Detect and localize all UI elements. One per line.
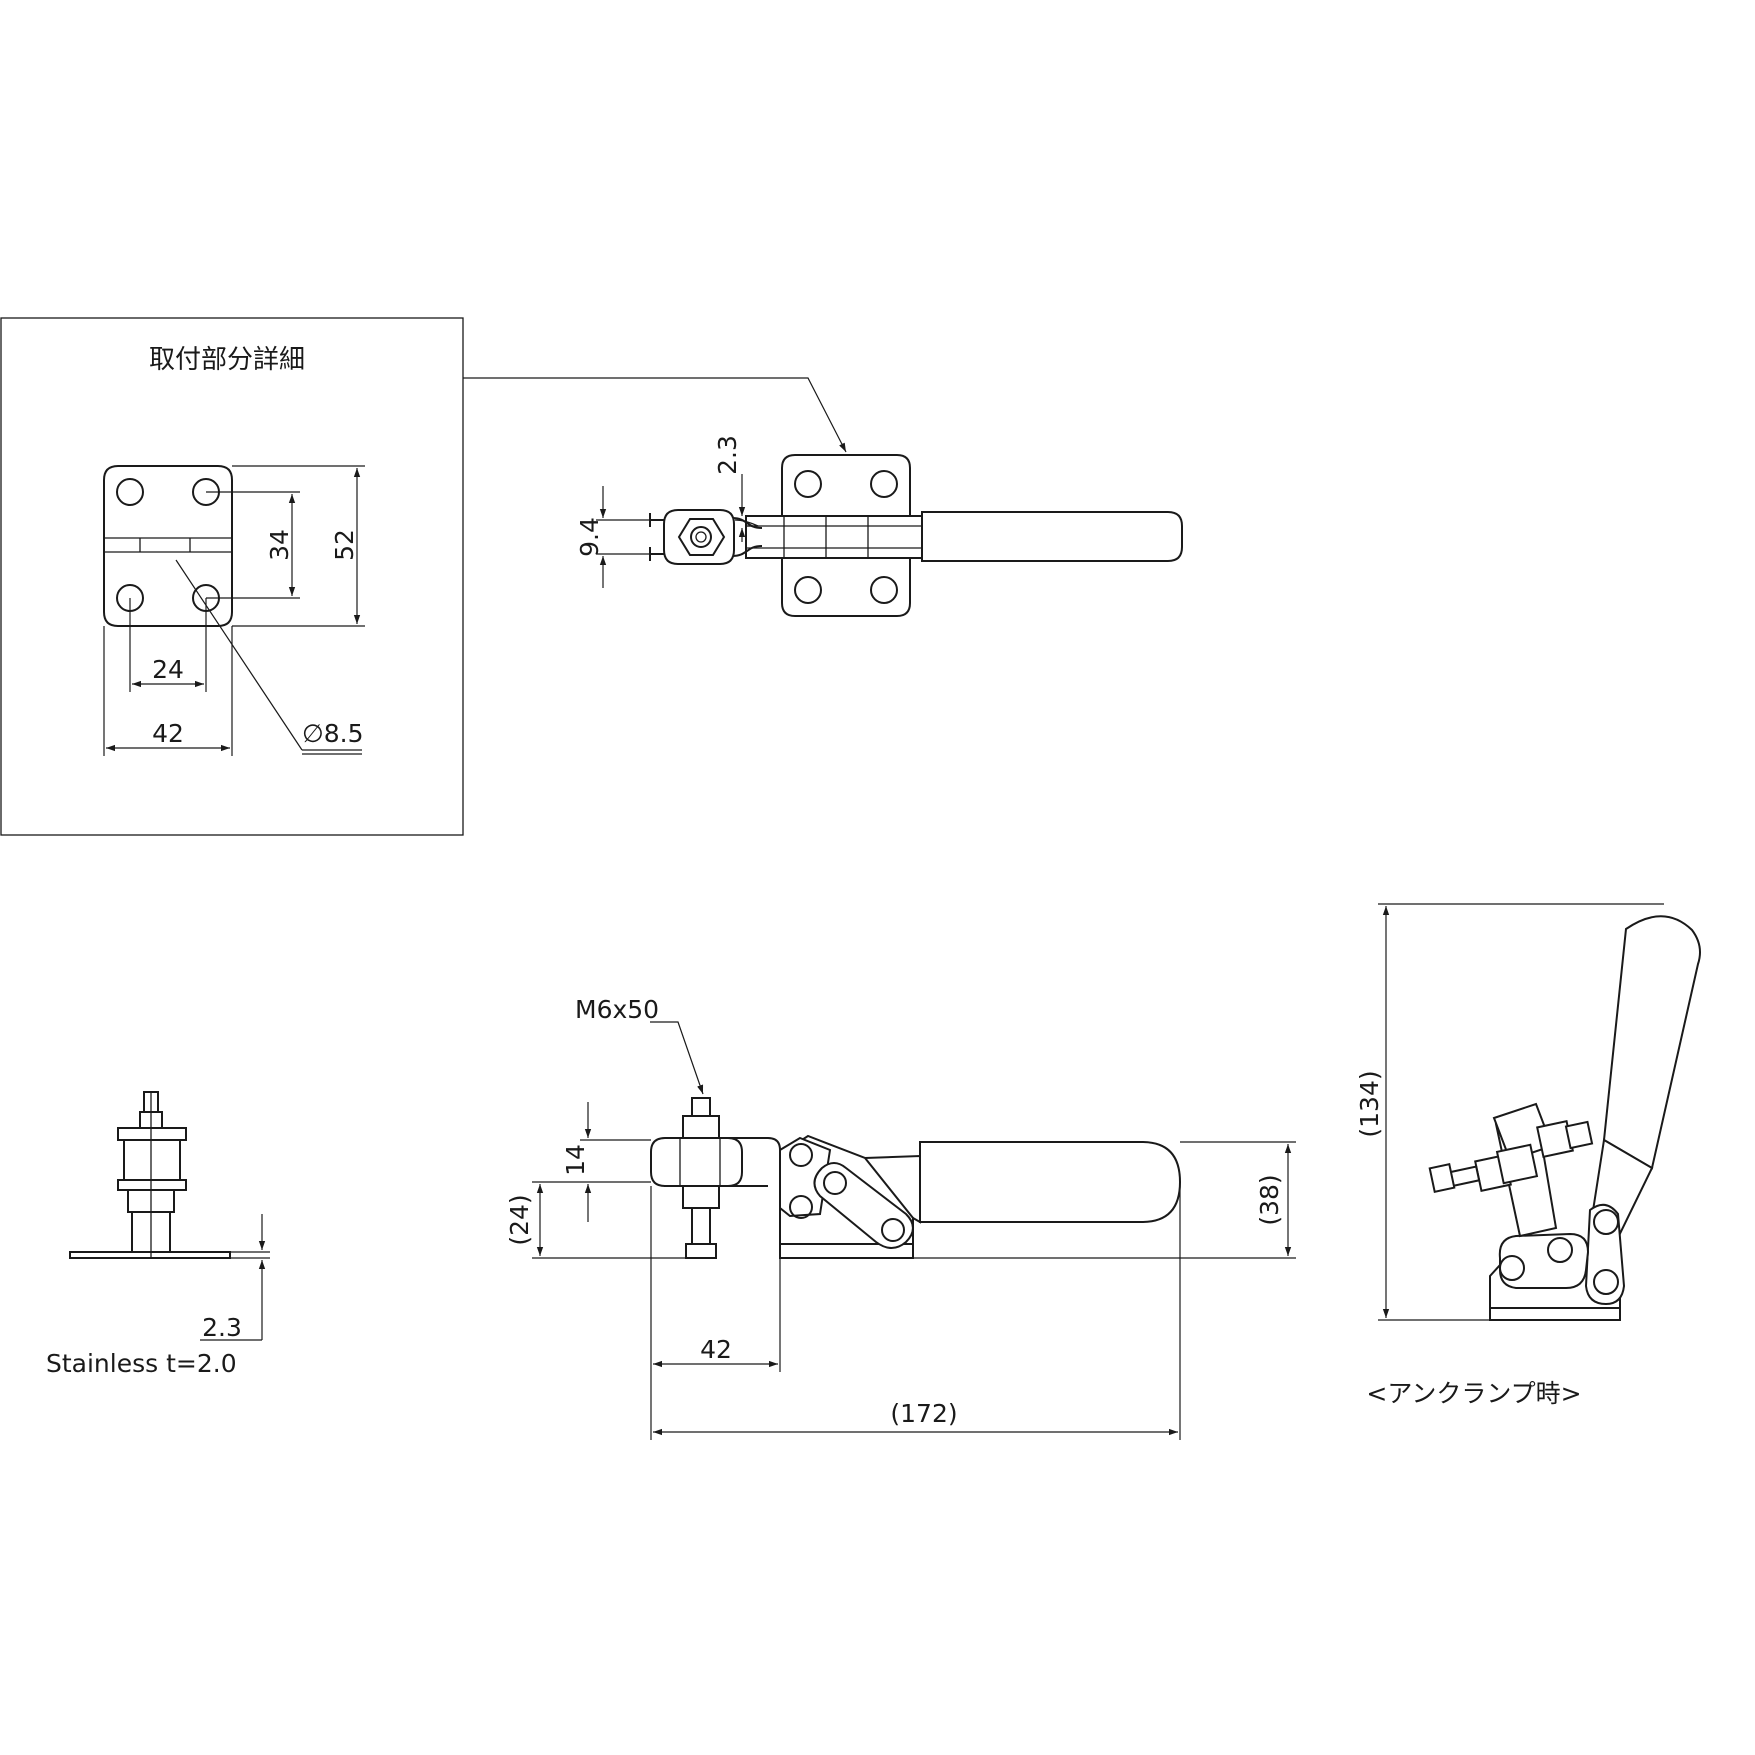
unclamped-view: (134) <アンクランプ時> (1355, 903, 1701, 1408)
dim-42-label: 42 (152, 719, 184, 748)
dim-134: (134) (1355, 903, 1664, 1321)
dim-24: 24 (129, 598, 207, 692)
unclamped-caption: <アンクランプ時> (1366, 1379, 1581, 1408)
dim-42-front: 42 (650, 1186, 781, 1440)
dim-2-3-side: 2.3 (200, 1214, 270, 1342)
top-view: 2.3 9.4 (575, 435, 1183, 617)
dim-42-front-label: 42 (700, 1335, 732, 1364)
dim-9-4: 9.4 (575, 486, 650, 588)
material-note: Stainless t=2.0 (46, 1349, 237, 1378)
dim-24-label: 24 (152, 655, 184, 684)
dim-42: 42 (103, 626, 233, 756)
dim-52: 52 (232, 465, 365, 627)
front-view: M6x50 14 (24) (38) (505, 995, 1296, 1440)
dim-34: 34 (206, 491, 300, 599)
dim-34-label: 34 (265, 529, 294, 561)
side-end-view: 2.3 Stainless t=2.0 (46, 1091, 270, 1378)
hole-dim-label: ∅8.5 (302, 719, 364, 748)
dim-134-label: (134) (1355, 1070, 1384, 1137)
bolt-callout-label: M6x50 (575, 995, 659, 1024)
detail-frame (0, 317, 464, 836)
mount-hole (116, 478, 144, 506)
detail-box: 取付部分詳細 34 52 (0, 317, 464, 836)
dim-2-3-side-label: 2.3 (202, 1313, 242, 1342)
detail-leader (463, 377, 847, 453)
bolt-callout: M6x50 (575, 995, 704, 1095)
dim-172-label: (172) (890, 1399, 957, 1428)
dim-24-front: (24) (505, 1181, 686, 1259)
dim-24-front-label: (24) (505, 1194, 534, 1245)
dim-9-4-label: 9.4 (575, 517, 604, 557)
base-plate (103, 465, 233, 627)
dim-2-3-top: 2.3 (713, 435, 746, 542)
dim-52-label: 52 (330, 529, 359, 561)
dim-2-3-top-label: 2.3 (713, 435, 742, 475)
dim-14-label: 14 (561, 1144, 590, 1176)
dim-172: (172) (653, 1182, 1181, 1440)
dim-38: (38) (913, 1141, 1296, 1259)
dim-38-label: (38) (1255, 1174, 1284, 1225)
dim-14: 14 (561, 1102, 651, 1222)
detail-title: 取付部分詳細 (149, 345, 305, 375)
hole-leader: ∅8.5 (175, 559, 364, 755)
